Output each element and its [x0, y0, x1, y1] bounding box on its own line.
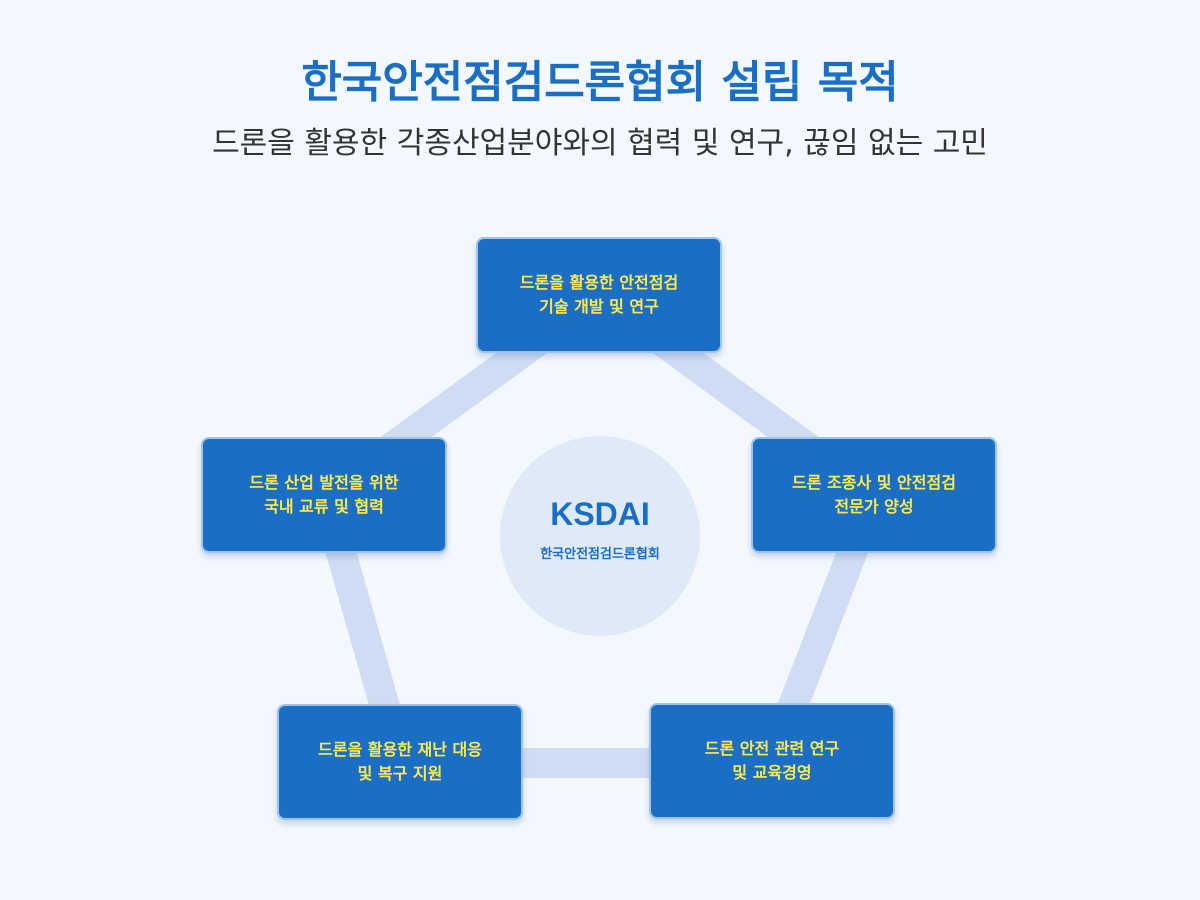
page-title: 한국안전점검드론협회 설립 목적: [301, 57, 899, 108]
purpose-box-line1: 드론 조종사 및 안전점검: [792, 473, 956, 492]
purpose-box-line2: 전문가 양성: [834, 497, 914, 516]
purpose-box-line1: 드론 산업 발전을 위한: [249, 473, 399, 492]
purpose-box-line1: 드론을 활용한 안전점검: [519, 273, 679, 292]
purpose-box-tech-research: 드론을 활용한 안전점검 기술 개발 및 연구: [476, 237, 722, 353]
purpose-box-line1: 드론 안전 관련 연구: [704, 739, 840, 758]
purpose-box-line2: 기술 개발 및 연구: [539, 297, 659, 316]
purpose-box-training: 드론 조종사 및 안전점검 전문가 양성: [751, 437, 997, 553]
purpose-box-line2: 국내 교류 및 협력: [264, 497, 384, 516]
center-circle: KSDAI 한국안전점검드론협회: [500, 436, 700, 636]
center-subtitle: 한국안전점검드론협회: [540, 547, 660, 562]
purpose-box-disaster: 드론을 활용한 재난 대응 및 복구 지원: [277, 704, 523, 820]
page-subtitle: 드론을 활용한 각종산업분야와의 협력 및 연구, 끊임 없는 고민: [212, 126, 988, 161]
purpose-box-cooperation: 드론 산업 발전을 위한 국내 교류 및 협력: [201, 437, 447, 553]
center-title: KSDAI: [550, 496, 650, 532]
purpose-box-education: 드론 안전 관련 연구 및 교육경영: [649, 703, 895, 819]
purpose-box-line1: 드론을 활용한 재난 대응: [318, 740, 482, 759]
purpose-box-line2: 및 교육경영: [732, 763, 812, 782]
purpose-box-line2: 및 복구 지원: [357, 764, 443, 783]
